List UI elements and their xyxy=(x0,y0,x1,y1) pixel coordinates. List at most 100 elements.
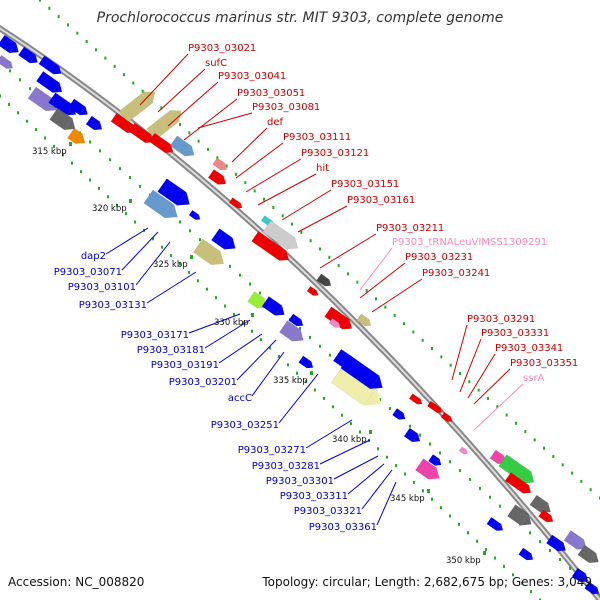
kbp-tick xyxy=(369,430,372,434)
tick-dot xyxy=(67,23,69,27)
tick-dot xyxy=(253,189,256,193)
gene-arrowhead xyxy=(364,319,372,327)
reverse-gene-label: P9303_03171 xyxy=(121,330,189,341)
tick-dot xyxy=(533,438,536,442)
tick-dot xyxy=(494,556,496,560)
tick-dot xyxy=(48,6,51,10)
kbp-marker-label: 335 kbp xyxy=(273,376,308,386)
tick-dot xyxy=(107,195,109,199)
tick-dot xyxy=(116,203,118,207)
gene-feature xyxy=(251,230,289,262)
label-leader-line xyxy=(231,127,268,163)
tick-dot xyxy=(89,140,91,144)
tick-dot xyxy=(559,557,561,561)
forward-gene-label: P9303_03211 xyxy=(376,223,444,234)
label-leader-line xyxy=(197,112,253,129)
tick-dot xyxy=(39,0,41,2)
tick-dot xyxy=(347,272,349,276)
tick-dot xyxy=(296,371,298,375)
tick-dot xyxy=(197,139,200,143)
tick-dot xyxy=(431,347,433,351)
tick-dot xyxy=(44,136,46,140)
tick-dot xyxy=(419,433,421,437)
gene-arrowhead xyxy=(370,375,383,389)
tick-dot xyxy=(337,264,340,268)
tick-dot xyxy=(459,469,461,473)
gene-feature xyxy=(212,157,228,171)
tick-dot xyxy=(489,495,491,499)
gene-arrowhead xyxy=(52,82,63,93)
gene-feature xyxy=(288,313,304,327)
gene-arrowhead xyxy=(526,553,534,561)
tick-dot xyxy=(291,222,293,226)
tick-dot xyxy=(71,161,73,165)
gene-feature xyxy=(148,132,174,154)
tick-dot xyxy=(521,581,523,585)
label-leader-line xyxy=(459,338,482,393)
reverse-gene-label: accC xyxy=(228,393,252,404)
gene-arrowhead xyxy=(211,251,224,265)
gene-feature xyxy=(415,458,440,480)
gene-feature xyxy=(571,567,589,583)
gene-feature xyxy=(279,320,304,342)
label-leader-line xyxy=(347,463,385,495)
label-leader-line xyxy=(245,158,302,193)
label-leader-line xyxy=(451,324,468,381)
tick-dot xyxy=(468,380,471,384)
tick-dot xyxy=(543,446,545,450)
label-leader-line xyxy=(473,368,511,405)
gene-arrowhead xyxy=(287,237,299,250)
gene-arrowhead xyxy=(94,121,103,130)
label-leader-line xyxy=(333,455,379,480)
kbp-tick xyxy=(483,551,486,555)
reverse-gene-label: P9303_03361 xyxy=(309,522,377,533)
label-leader-line xyxy=(359,247,393,291)
forward-gene-label: P9303_03331 xyxy=(481,328,549,339)
gene-feature xyxy=(340,354,383,390)
gene-arrowhead xyxy=(29,54,38,64)
rna-gene-label: ssrA xyxy=(523,373,545,384)
label-leader-line xyxy=(473,383,524,431)
tick-dot xyxy=(529,531,531,535)
gene-arrowhead xyxy=(184,146,195,157)
tick-dot xyxy=(216,156,219,160)
gene-feature xyxy=(428,454,442,466)
tick-dot xyxy=(104,56,107,60)
tick-dot xyxy=(458,522,460,526)
gene-arrowhead xyxy=(437,407,442,413)
forward-gene-label: P9303_03111 xyxy=(283,132,351,143)
rna-gene-label: P9303_tRNALeuVIMSS1309291 xyxy=(392,237,547,248)
tick-dot xyxy=(188,270,190,274)
gene-feature xyxy=(68,98,88,116)
label-leader-line xyxy=(204,319,251,349)
label-leader-line xyxy=(371,278,423,313)
gene-arrowhead xyxy=(79,106,88,116)
kbp-tick xyxy=(427,489,430,493)
tick-dot xyxy=(8,102,10,106)
reverse-gene-label: P9303_03321 xyxy=(294,506,362,517)
forward-gene-label: P9303_03121 xyxy=(301,148,369,159)
label-leader-line xyxy=(305,419,353,449)
gene-arrowhead xyxy=(434,459,442,466)
gene-feature xyxy=(584,581,600,595)
label-leader-line xyxy=(319,233,377,269)
gene-feature xyxy=(0,54,13,70)
tick-dot xyxy=(524,430,527,434)
tick-dot xyxy=(379,398,381,402)
gene-feature xyxy=(85,115,103,131)
gene-arrowhead xyxy=(224,237,236,250)
tick-dot xyxy=(139,184,141,188)
tick-dot xyxy=(328,255,331,259)
tick-dot xyxy=(539,540,541,544)
tick-dot xyxy=(389,406,391,410)
label-leader-line xyxy=(376,481,397,526)
tick-dot xyxy=(62,153,64,157)
gene-feature xyxy=(324,306,352,330)
tick-dot xyxy=(350,422,352,426)
gene-arrowhead xyxy=(75,133,85,144)
tick-dot xyxy=(123,73,125,77)
tick-dot xyxy=(132,81,135,85)
gene-arrowhead xyxy=(364,387,382,406)
